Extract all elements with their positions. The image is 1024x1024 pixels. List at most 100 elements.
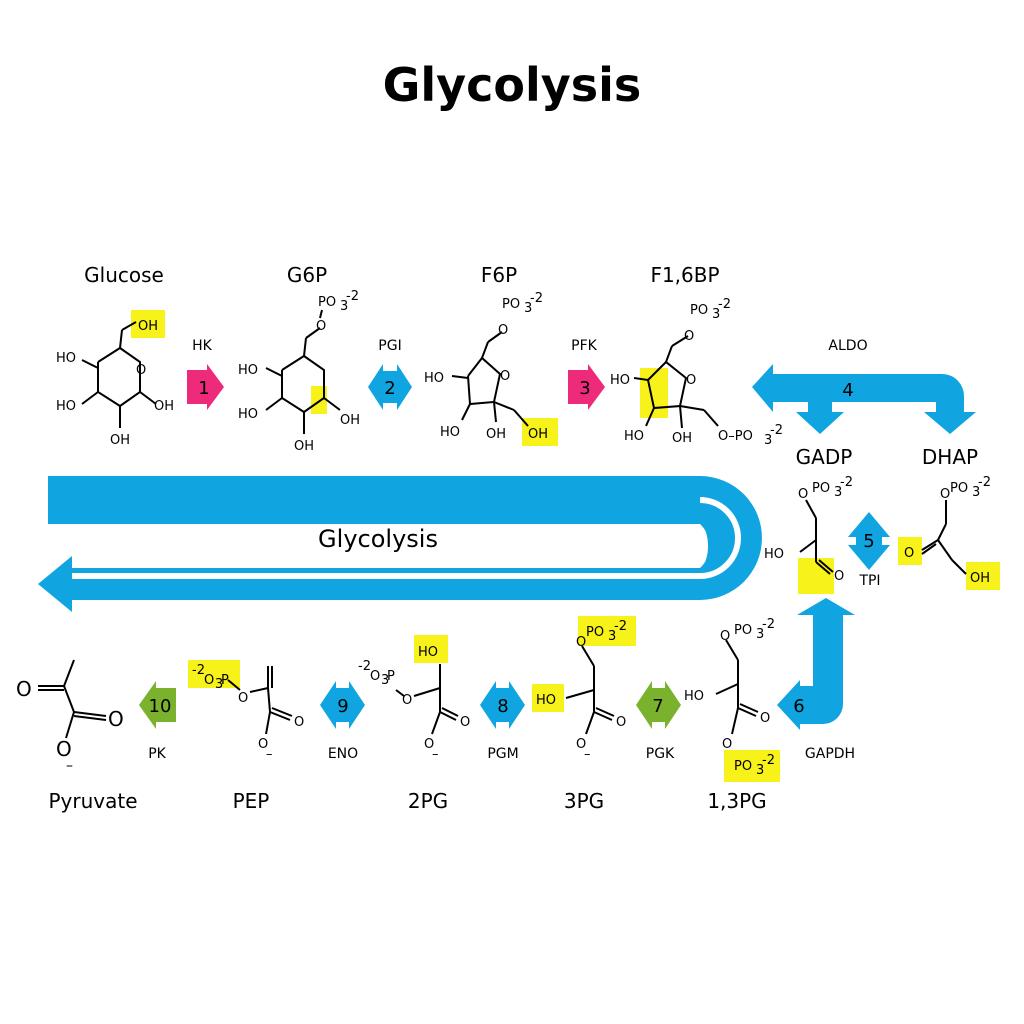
highlight-dhap-oh (966, 562, 1000, 590)
f16bp-po3-top: PO (690, 303, 708, 318)
gadp-po3-charge: -2 (840, 475, 853, 490)
g6p-po3-sub: 3 (340, 299, 348, 314)
metabolite-names: Glucose G6P F6P F1,6BP GADP DHAP 1,3PG 3… (48, 263, 978, 813)
label-2pg: 2PG (408, 789, 448, 813)
g6p-po3-charge: -2 (346, 289, 359, 304)
f16bp-structure: O PO 3 -2 O HO HO OH O–PO 3 -2 (610, 297, 783, 448)
dhap-o: O (940, 487, 950, 502)
13pg-structure: O PO 3 -2 HO O O PO 3 -2 (684, 617, 775, 778)
page-title: Glycolysis (382, 58, 642, 112)
pep-o3p-sub: 3 (215, 677, 223, 692)
3pg-o: O (576, 635, 586, 650)
label-13pg: 1,3PG (707, 789, 766, 813)
13pg-ho: HO (684, 689, 704, 704)
pep-co: O (294, 715, 304, 730)
3pg-po3-charge: -2 (614, 619, 627, 634)
3pg-structure: O PO 3 -2 HO O O – (536, 619, 627, 762)
enzyme-tpi: TPI (858, 573, 880, 589)
enzyme-pgi: PGI (378, 338, 401, 354)
2pg-o: O (402, 693, 412, 708)
2pg-p: P (387, 669, 395, 684)
step-8-arrow: 8 (480, 681, 525, 729)
highlight-f6p-oh (522, 418, 558, 446)
13pg-o: O (720, 629, 730, 644)
glucose-ho3: HO (56, 399, 76, 414)
highlight-dhap-co (898, 537, 922, 565)
glycolysis-band-detail (38, 476, 762, 612)
f16bp-ho: HO (610, 373, 630, 388)
enzyme-hk: HK (192, 338, 213, 354)
glucose-ho4: HO (56, 351, 76, 366)
label-pep: PEP (233, 789, 270, 813)
step-9-arrow: 9 (320, 681, 365, 729)
g6p-structure: O PO 3 -2 HO HO OH OH (238, 289, 360, 454)
pyruvate-structure: O O O – (16, 659, 124, 774)
enzyme-gapdh: GAPDH (805, 746, 855, 762)
13pg-po3-top-sub: 3 (756, 627, 764, 642)
g6p-oh1: OH (340, 413, 360, 428)
2pg-o3p-sub: 3 (381, 673, 389, 688)
f16bp-po3-top-charge: -2 (718, 297, 731, 312)
step-2-number: 2 (384, 378, 395, 399)
2pg-ominus: O (424, 737, 434, 752)
enzyme-pfk: PFK (571, 338, 597, 354)
label-pyruvate: Pyruvate (48, 789, 137, 813)
gadp-structure: O PO 3 -2 HO O (764, 475, 853, 584)
f6p-po3-sub: 3 (524, 301, 532, 316)
step-8-number: 8 (497, 696, 508, 717)
dhap-po3: PO (950, 481, 968, 496)
2pg-o3p: O (370, 669, 380, 684)
g6p-po3: PO (318, 295, 336, 310)
pep-structure: -2 O 3 P O O O – (192, 663, 304, 762)
pyruvate-ominus: O (56, 737, 72, 761)
g6p-oh2: OH (294, 439, 314, 454)
step-7-arrow: 7 (636, 681, 681, 729)
f6p-o: O (498, 323, 508, 338)
3pg-ominus: O (576, 737, 586, 752)
f16bp-po3-top-sub: 3 (712, 307, 720, 322)
enzyme-pk: PK (148, 746, 166, 762)
label-g6p: G6P (287, 263, 327, 287)
3pg-minus: – (584, 747, 591, 762)
step-10-arrow: 10 (139, 681, 176, 729)
f16bp-po3-bot-sub: 3 (764, 433, 772, 448)
gadp-po3-sub: 3 (834, 485, 842, 500)
highlight-f16bp-ring (640, 368, 668, 418)
f6p-po3: PO (502, 297, 520, 312)
pep-minus: – (266, 747, 273, 762)
f6p-structure: O PO 3 -2 O HO HO OH OH (424, 291, 548, 442)
label-f16bp: F1,6BP (650, 263, 719, 287)
13pg-o2: O (722, 737, 732, 752)
pep-p: P (221, 673, 229, 688)
step-3-number: 3 (579, 378, 590, 399)
step-4-arrow: 4 (752, 364, 976, 434)
f6p-oh: OH (486, 427, 506, 442)
dhap-co: O (904, 546, 914, 561)
step-1-number: 1 (198, 378, 209, 399)
13pg-co: O (760, 711, 770, 726)
step-5-number: 5 (863, 531, 874, 552)
dhap-po3-sub: 3 (972, 485, 980, 500)
gadp-ho: HO (764, 547, 784, 562)
3pg-po3-sub: 3 (608, 629, 616, 644)
f6p-ring-o: O (500, 369, 510, 384)
3pg-co: O (616, 715, 626, 730)
f16bp-oh: OH (672, 431, 692, 446)
2pg-o3p-pre: -2 (358, 659, 371, 674)
f6p-ho: HO (424, 371, 444, 386)
step-2-arrow: 2 (368, 364, 412, 410)
step-1-arrow: 1 (187, 364, 224, 410)
2pg-co: O (460, 715, 470, 730)
highlight-3pg-ho (532, 684, 564, 712)
pep-ominus: O (258, 737, 268, 752)
pep-o3p-pre: -2 (192, 663, 205, 678)
pyruvate-minus: – (66, 758, 73, 774)
step-4-number: 4 (842, 380, 853, 401)
dhap-structure: O PO 3 -2 O OH (904, 475, 991, 586)
glucose-oh6: OH (138, 319, 158, 334)
f16bp-ring-o: O (686, 373, 696, 388)
f16bp-ho2: HO (624, 429, 644, 444)
13pg-po3-bot-sub: 3 (756, 763, 764, 778)
step-5-arrow: 5 (848, 512, 890, 570)
13pg-po3-top-charge: -2 (762, 617, 775, 632)
